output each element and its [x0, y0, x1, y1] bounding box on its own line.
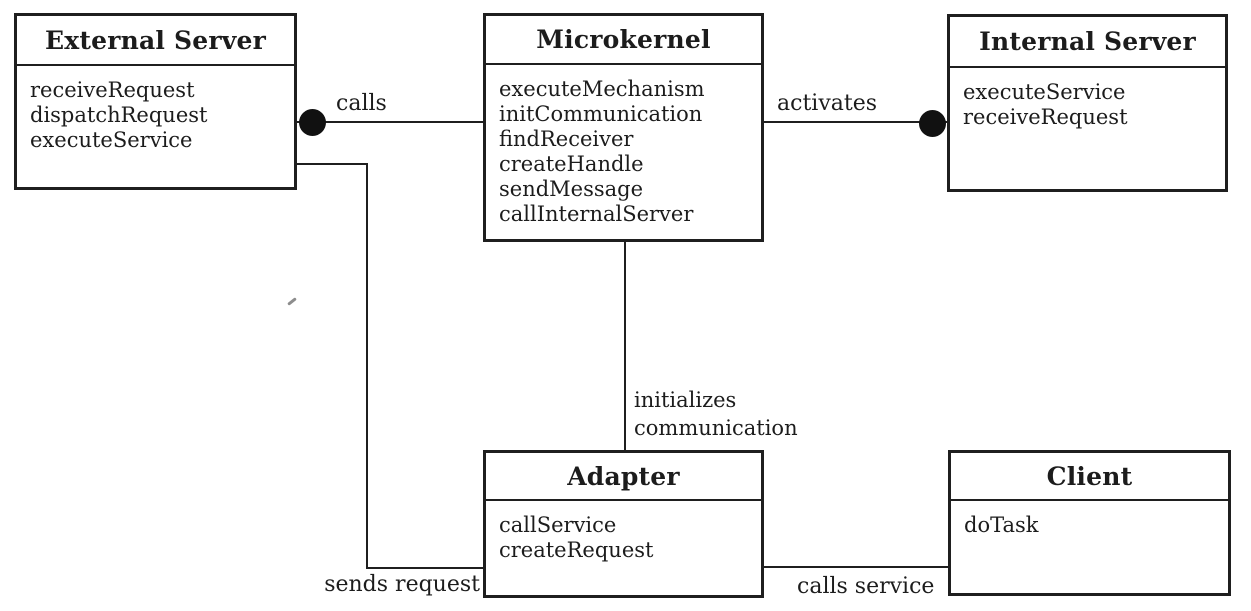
relation-label-calls: calls: [336, 91, 387, 116]
class-title-adapter: Adapter: [486, 453, 761, 501]
class-title-client: Client: [951, 453, 1228, 501]
class-box-microkernel: Microkernel executeMechanism initCommuni…: [483, 13, 764, 242]
scan-speck-artifact: [287, 297, 297, 306]
class-methods-client: doTask: [951, 501, 1228, 538]
method-item: dispatchRequest: [30, 103, 208, 127]
relation-line-sends-request-segment-1: [296, 163, 368, 165]
relation-line-activates: [763, 121, 947, 123]
class-methods-internal-server: executeService receiveRequest: [950, 68, 1225, 130]
class-box-internal-server: Internal Server executeService receiveRe…: [947, 14, 1228, 192]
class-title-microkernel: Microkernel: [486, 16, 761, 65]
method-item: executeMechanism: [499, 77, 705, 101]
method-item: doTask: [964, 513, 1039, 537]
relation-line-sends-request-segment-3: [366, 567, 485, 569]
relation-line-calls-service: [763, 566, 949, 568]
relation-line-sends-request-segment-2: [366, 163, 368, 569]
filled-circle-connector-external-server: [299, 109, 326, 136]
relation-label-initializes-communication: initializes communication: [634, 386, 798, 442]
method-item: receiveRequest: [30, 78, 195, 102]
filled-circle-connector-internal-server: [919, 110, 946, 137]
method-item: createRequest: [499, 538, 654, 562]
class-methods-microkernel: executeMechanism initCommunication findR…: [486, 65, 761, 227]
class-box-adapter: Adapter callService createRequest: [483, 450, 764, 598]
class-methods-external-server: receiveRequest dispatchRequest executeSe…: [17, 66, 294, 153]
method-item: callService: [499, 513, 617, 537]
relation-label-calls-service: calls service: [797, 574, 935, 599]
class-title-external-server: External Server: [17, 16, 294, 66]
method-item: findReceiver: [499, 127, 634, 151]
method-item: sendMessage: [499, 177, 644, 201]
class-title-internal-server: Internal Server: [950, 17, 1225, 68]
class-box-client: Client doTask: [948, 450, 1231, 596]
class-box-external-server: External Server receiveRequest dispatchR…: [14, 13, 297, 190]
relation-label-activates: activates: [777, 91, 878, 116]
relation-label-line: initializes: [634, 388, 737, 412]
method-item: receiveRequest: [963, 105, 1128, 129]
relation-label-line: communication: [634, 416, 798, 440]
method-item: createHandle: [499, 152, 644, 176]
relation-line-initializes-communication: [624, 242, 626, 450]
relation-label-sends-request: sends request: [324, 572, 480, 597]
method-item: executeService: [963, 80, 1126, 104]
class-methods-adapter: callService createRequest: [486, 501, 761, 563]
method-item: initCommunication: [499, 102, 703, 126]
relation-line-calls: [296, 121, 483, 123]
method-item: executeService: [30, 128, 193, 152]
method-item: callInternalServer: [499, 202, 694, 226]
